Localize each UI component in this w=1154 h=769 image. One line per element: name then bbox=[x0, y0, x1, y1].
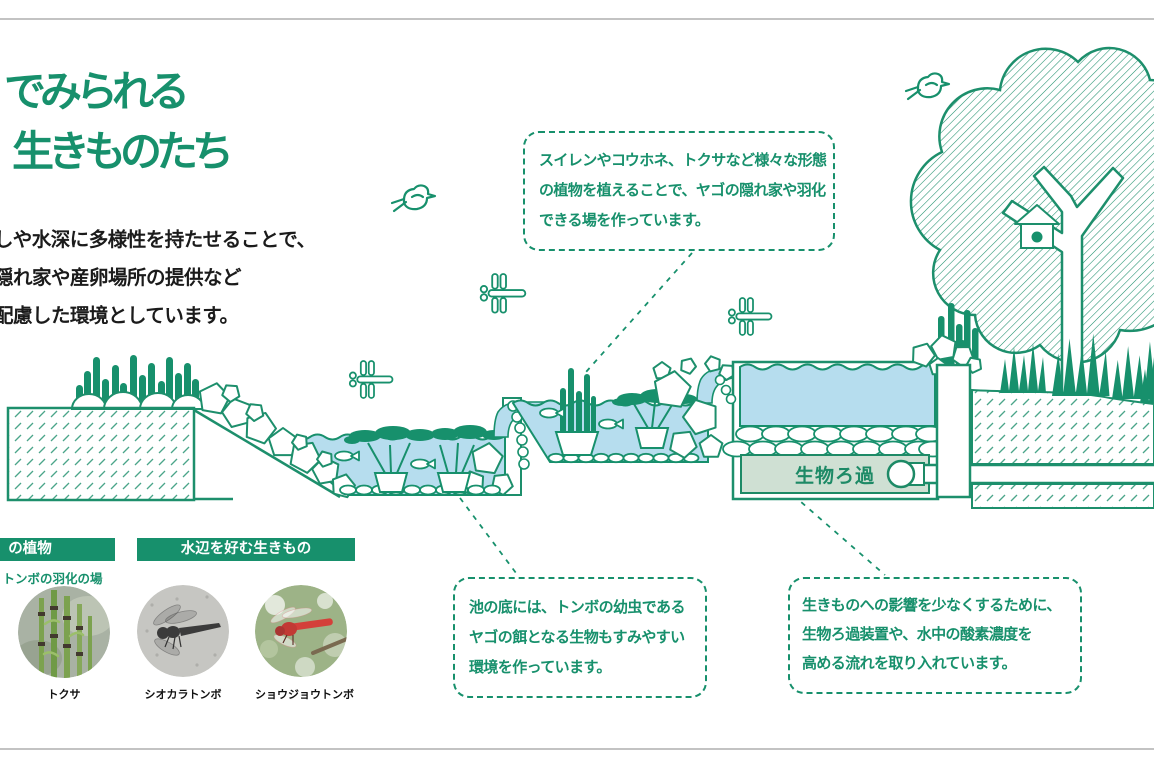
callout-filtration: 生きものへの影響を少なくするために、 生物ろ過装置や、水中の酸素濃度を 高める流… bbox=[788, 577, 1082, 694]
potted-reeds bbox=[554, 368, 600, 456]
lily-pads bbox=[344, 425, 506, 444]
fish-icon bbox=[410, 458, 436, 470]
small-stone-chain bbox=[714, 374, 737, 405]
title-line-1: でみられる bbox=[4, 68, 190, 115]
photo-shiokara-tombo bbox=[137, 585, 229, 677]
callout-leader-lines bbox=[459, 252, 886, 576]
water-surface bbox=[739, 363, 936, 427]
photo-label-shiokara: シオカラトンボ bbox=[144, 689, 222, 701]
bio-filter-label: 生物ろ過 bbox=[795, 466, 876, 487]
legend-header-creatures: 水辺を好む生きもの bbox=[137, 538, 355, 561]
stone-pillar bbox=[935, 363, 972, 499]
legend-header-plants: の植物 bbox=[0, 538, 115, 561]
intro-text: しや水深に多様性を持たせることで、 隠れ家や産卵場所の提供など 配慮した環境とし… bbox=[0, 229, 316, 327]
pump bbox=[886, 459, 916, 489]
birdhouse bbox=[1014, 204, 1060, 249]
bottom-divider bbox=[0, 748, 1154, 750]
fish-icon bbox=[334, 450, 360, 462]
potted-water-lily bbox=[344, 425, 506, 493]
bushes bbox=[70, 391, 206, 410]
pipe bbox=[916, 465, 1154, 483]
plants-note: ・トンボの羽化の場 bbox=[0, 572, 103, 586]
tree bbox=[909, 46, 1154, 395]
callout-plants: スイレンやコウホネ、トクサなど様々な形態 の植物を植えることで、ヤゴの隠れ家や羽… bbox=[523, 131, 835, 251]
dragonfly-icon bbox=[727, 297, 773, 336]
middle-pond bbox=[511, 354, 745, 462]
callout-pond-bottom: 池の底には、トンボの幼虫である ヤゴの餌となる生物もすみやすい 環境を作っていま… bbox=[453, 577, 707, 698]
gravel-bed bbox=[722, 425, 948, 458]
tree-canopy bbox=[909, 46, 1154, 364]
dragonfly-icon bbox=[479, 273, 527, 314]
fish-icon bbox=[539, 407, 565, 419]
wall-stone-chain bbox=[507, 400, 530, 470]
right-ground bbox=[886, 388, 1154, 509]
photo-tokusa bbox=[18, 586, 110, 678]
fish-icon bbox=[598, 418, 624, 430]
bird-icon bbox=[904, 72, 951, 101]
photo-label-shoujou: ショウジョウトンボ bbox=[255, 689, 354, 701]
top-divider bbox=[0, 18, 1154, 20]
lower-pond bbox=[197, 381, 546, 499]
left-ground-block bbox=[6, 355, 341, 502]
pillar-and-cattails bbox=[909, 303, 984, 499]
page-title: でみられる 生きものたち bbox=[4, 62, 234, 182]
tokusa-photo-graphic bbox=[18, 586, 110, 678]
bird-icon bbox=[390, 184, 437, 213]
title-line-2: 生きものたち bbox=[12, 128, 234, 175]
shiokara-photo-graphic bbox=[137, 585, 229, 677]
shoujou-photo-graphic bbox=[255, 585, 347, 677]
photo-shoujou-tombo bbox=[255, 585, 347, 677]
dragonfly-icon bbox=[348, 360, 394, 399]
photo-label-tokusa: トクサ bbox=[47, 689, 81, 701]
